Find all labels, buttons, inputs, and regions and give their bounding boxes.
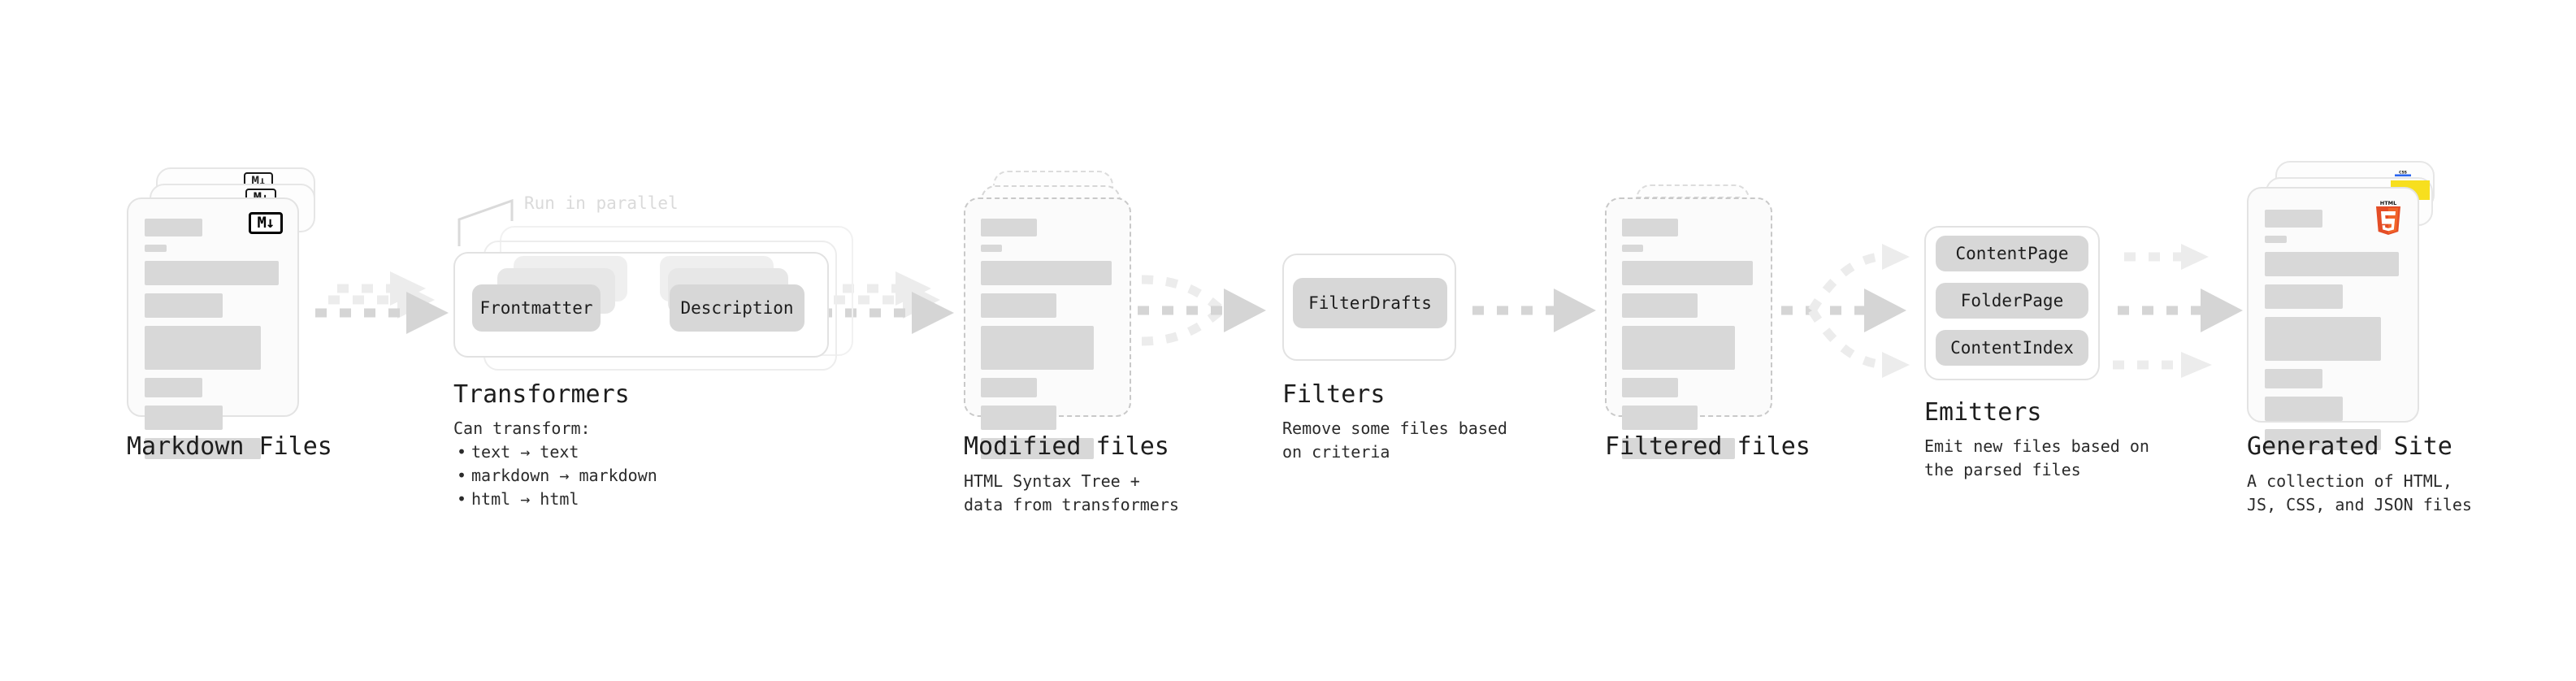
doc-line-bar <box>981 377 1037 397</box>
css-badge: CSS <box>2395 171 2411 177</box>
doc-line-bar <box>981 244 1003 252</box>
generated-site-subtitle: A collection of HTML, JS, CSS, and JSON … <box>2247 471 2472 514</box>
filtered-card-front <box>1605 197 1772 459</box>
doc-line-bar <box>144 293 223 318</box>
doc-line-bar <box>1622 293 1698 318</box>
doc-line-bar <box>2264 396 2343 421</box>
doc-line-bar <box>1622 325 1736 370</box>
transformer-chip-frontmatter[interactable]: Frontmatter <box>472 284 601 332</box>
transformers-bullets: text → text markdown → markdown html → h… <box>453 440 657 511</box>
generated-site-title: Generated Site <box>2247 432 2452 461</box>
doc-line-bar <box>144 377 202 397</box>
doc-line-bar <box>981 218 1037 236</box>
transformers-title: Transformers <box>453 380 630 409</box>
doc-line-bar <box>144 244 167 252</box>
doc-line-bar <box>981 260 1112 285</box>
doc-line-bar <box>2264 284 2343 309</box>
arrow-modified-to-filters <box>1138 275 1266 346</box>
emitter-chip-folderpage[interactable]: FolderPage <box>1936 283 2088 319</box>
transformer-chip-description[interactable]: Description <box>670 284 804 332</box>
modified-files-title: Modified files <box>964 432 1169 461</box>
doc-line-bar <box>2264 428 2381 450</box>
doc-line-bar <box>1622 377 1678 397</box>
doc-line-bar <box>1622 437 1736 459</box>
doc-line-bar <box>2264 316 2381 361</box>
markdown-card-front: M↓ <box>127 197 299 459</box>
run-in-parallel-label: Run in parallel <box>524 193 679 213</box>
filtered-files-title: Filtered files <box>1605 432 1811 461</box>
filters-title: Filters <box>1282 380 1386 409</box>
doc-line-bar <box>981 293 1057 318</box>
doc-line-bar <box>144 437 261 459</box>
arrow-filters-to-filtered <box>1472 288 1596 332</box>
doc-line-bar <box>2264 209 2322 228</box>
filters-subtitle: Remove some files based on criteria <box>1282 419 1507 462</box>
svg-text:CSS: CSS <box>2399 171 2407 176</box>
doc-line-bar <box>981 405 1057 430</box>
html5-badge: HTML <box>2376 200 2400 235</box>
filter-chip-filterdrafts[interactable]: FilterDrafts <box>1293 278 1447 328</box>
doc-line-bar <box>981 325 1095 370</box>
arrow-markdown-to-transformers <box>315 271 449 334</box>
markdown-badge: M↓ <box>249 212 283 234</box>
doc-line-bar <box>2264 368 2322 388</box>
doc-line-bar <box>2264 251 2399 276</box>
site-card-front: HTML <box>2247 187 2419 450</box>
markdown-files-title: Markdown Files <box>127 432 332 461</box>
doc-line-bar <box>981 437 1095 459</box>
emitter-chip-contentindex[interactable]: ContentIndex <box>1936 330 2088 366</box>
emitters-subtitle: Emit new files based on the parsed files <box>1924 436 2149 479</box>
doc-line-bar <box>1622 260 1753 285</box>
modified-files-subtitle: HTML Syntax Tree + data from transformer… <box>964 471 1179 514</box>
svg-text:HTML: HTML <box>2380 200 2396 206</box>
transformers-bullet-1: markdown → markdown <box>453 464 657 488</box>
doc-line-bar <box>1622 218 1678 236</box>
transformers-bullet-0: text → text <box>453 440 657 464</box>
doc-line-bar <box>144 325 261 370</box>
doc-line-bar <box>144 405 223 430</box>
doc-line-bar <box>2264 235 2287 243</box>
doc-line-bar <box>1622 244 1644 252</box>
emitters-title: Emitters <box>1924 398 2042 427</box>
modified-card-front <box>964 197 1131 459</box>
doc-line-bar <box>1622 405 1698 430</box>
emitter-chip-contentpage[interactable]: ContentPage <box>1936 236 2088 271</box>
doc-line-bar <box>144 260 279 285</box>
transformers-bullet-2: html → html <box>453 488 657 511</box>
arrow-emitters-to-site <box>2113 244 2243 378</box>
doc-line-bar <box>144 218 202 236</box>
transformers-subtitle: Can transform: <box>453 419 591 438</box>
arrow-filtered-to-emitters <box>1781 244 1910 378</box>
